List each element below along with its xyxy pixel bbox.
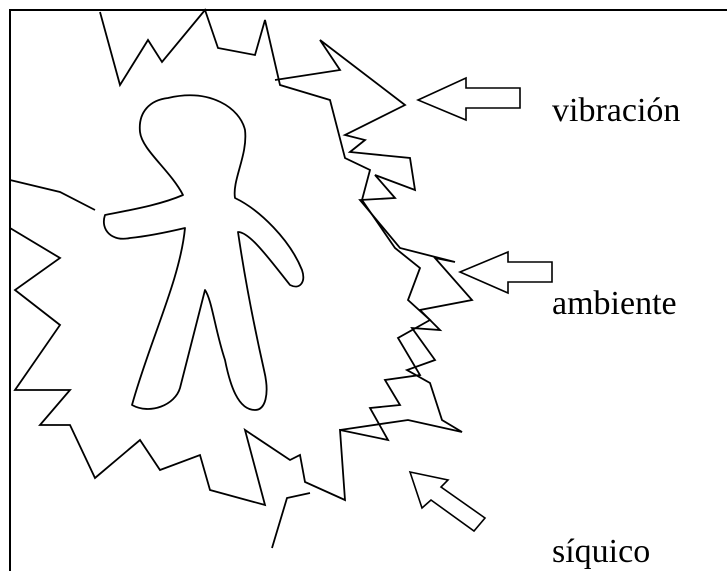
vibration-arrow-icon	[416, 76, 521, 122]
environment-arrow-icon	[457, 250, 553, 295]
frame-border	[9, 9, 727, 571]
psychic-label: síquico	[552, 533, 651, 570]
vibration-label: vibración	[552, 92, 681, 129]
outer-aura-outline	[9, 8, 432, 507]
psychic-arrow-icon	[408, 470, 487, 533]
aura-spike-fragment	[271, 492, 311, 549]
middle-aura-outline	[274, 39, 474, 433]
environment-label: ambiente	[552, 285, 677, 322]
aura-left-wedge	[9, 179, 96, 211]
human-figure-outline	[103, 94, 305, 411]
